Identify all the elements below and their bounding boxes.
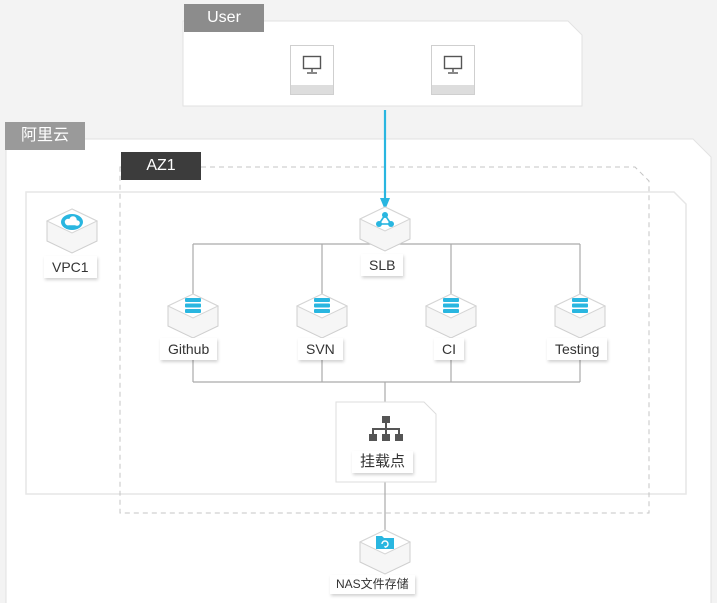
hierarchy-icon [369,416,403,441]
server-label-svn: SVN [298,338,343,360]
az-panel [119,166,650,514]
server-node-svn [295,293,349,339]
vpc-node [45,208,99,254]
vpc-label: VPC1 [44,256,97,278]
user-tag: User [184,4,264,32]
slb-label: SLB [361,254,404,276]
server-icon [314,298,330,313]
server-icon [185,298,201,313]
server-label-github: Github [160,338,218,360]
user-terminal-1 [290,45,334,95]
vpc-panel [25,191,687,495]
server-node-ci [424,293,478,339]
server-label-ci: CI [434,338,464,360]
nas-label: NAS文件存储 [330,575,415,594]
cloud-network-icon [64,216,80,226]
server-node-testing [553,293,607,339]
az-tag: AZ1 [121,152,201,180]
user-panel [182,20,583,107]
mount-point-label: 挂载点 [352,451,414,473]
folder-sync-icon [376,536,394,549]
server-node-github [166,293,220,339]
nas-node [358,529,412,575]
server-icon [443,298,459,313]
user-terminal-2 [431,45,475,95]
load-balancer-icon [376,212,394,227]
monitor-icon [302,55,322,74]
cloud-tag: 阿里云 [5,122,85,150]
server-icon [572,298,588,313]
server-label-testing: Testing [547,338,608,360]
slb-node [358,206,412,252]
monitor-icon [443,55,463,74]
